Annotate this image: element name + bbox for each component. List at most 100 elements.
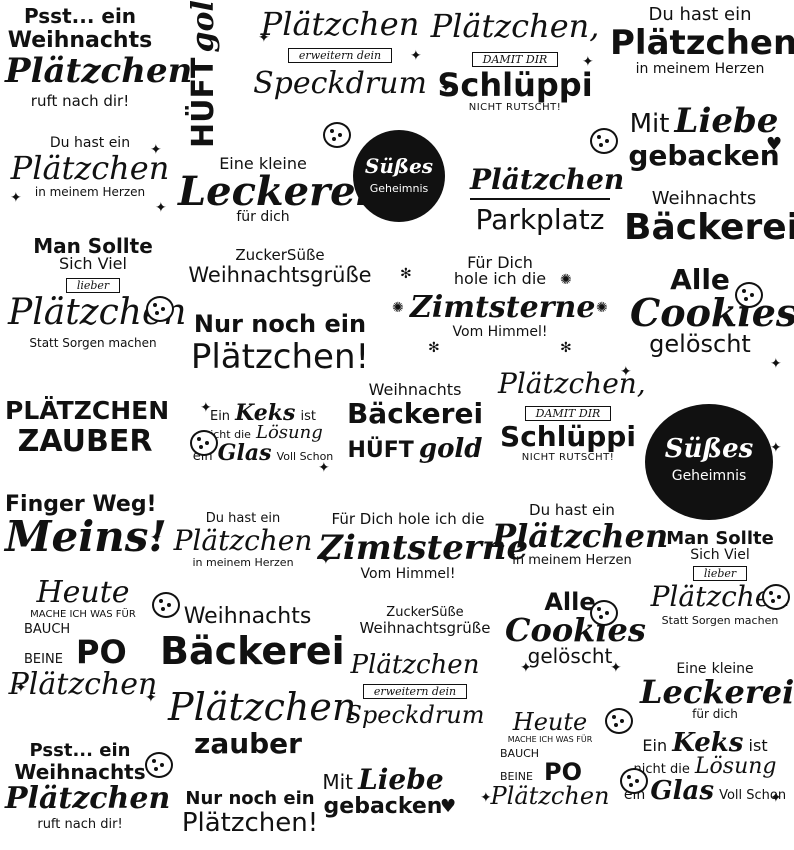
design-cookies-2: Alle Cookies gelöscht [505, 588, 646, 666]
text: Weihnachtsgrüße [359, 619, 491, 637]
design-psst-plaetzchen-2: Psst... ein Weihnachts Plätzchen ruft na… [5, 740, 171, 832]
text: Cookies [505, 611, 646, 649]
design-plaetzchen-zauber-2: Plätzchen zauber [168, 688, 356, 758]
star-icon: ✦ [155, 200, 167, 216]
text: Ein [209, 409, 231, 424]
design-hueftgold-vertical: HÜFT gold [186, 0, 221, 148]
text: Plätzchen [492, 517, 669, 555]
text: Man Sollte [666, 528, 774, 549]
star-icon: ✦ [582, 54, 594, 70]
star-icon: ✦ [610, 660, 622, 676]
star-icon: ✦ [770, 356, 782, 372]
design-mit-liebe-1: Mit Liebe gebacken [624, 104, 784, 170]
star-icon: ✦ [440, 80, 452, 96]
design-herzen-1: Du hast ein Plätzchen in meinem Herzen [610, 6, 794, 77]
text: Für Dich hole ich die [331, 510, 485, 528]
design-nur-noch-2: Nur noch ein Plätzchen! [165, 790, 335, 838]
design-heute-po-2: Heute MACHE ICH WAS FÜR BAUCH BEINE PO P… [490, 710, 610, 808]
text: in meinem Herzen [512, 553, 632, 568]
text: NICHT RUTSCHT! [468, 102, 562, 113]
design-herzen-4: Du hast ein Plätzchen in meinem Herzen [492, 501, 669, 568]
text: ist [300, 409, 316, 424]
design-herzen-3: Du hast ein Plätzchen in meinem Herzen [168, 512, 318, 568]
star-icon: ✦ [620, 364, 632, 380]
text: Finger Weg! [5, 492, 157, 517]
star-icon: ✦ [770, 440, 782, 456]
star-icon: ✺ [560, 272, 572, 288]
design-parkplatz: Plätzchen Parkplatz [470, 166, 624, 236]
text: Zimtsterne [318, 528, 529, 568]
text: Plätzchen [173, 524, 313, 557]
text: Meins! [5, 512, 167, 561]
text: Geheimnis [369, 182, 429, 195]
design-speckdrum-2: Plätzchen erweitern dein Speckdrum [340, 652, 490, 727]
text: Für Dich [467, 253, 533, 272]
text: Vom Himmel! [360, 566, 456, 582]
text: Sich Viel [59, 254, 127, 273]
text: ruft nach dir! [37, 817, 123, 832]
text: Parkplatz [475, 203, 605, 236]
text: ist [748, 736, 768, 755]
text: Weihnachts [7, 28, 153, 53]
design-suesses-geheimnis-2: Süßes Geheimnis [645, 404, 773, 520]
text: Sich Viel [690, 547, 750, 563]
text: Heute [36, 575, 130, 610]
text: Eine [219, 154, 254, 173]
design-zuckersuesse-1: ZuckerSüße Weihnachtsgrüße [180, 248, 380, 286]
text: Alle [544, 588, 596, 616]
design-mit-liebe-2: Mit Liebe gebacken [318, 766, 448, 818]
design-zimtsterne-2: Für Dich hole ich die Zimtsterne Vom Him… [318, 510, 529, 582]
text: Plätzchen [5, 51, 193, 91]
cookie-icon [145, 752, 173, 778]
cookie-icon [190, 430, 218, 456]
design-plaetzchen-zauber-1: PLÄTZCHEN ZAUBER [5, 398, 169, 457]
design-baeckerei-2: Weihnachts Bäckerei [160, 606, 345, 671]
text: Bäckerei [346, 397, 484, 430]
star-icon: ✦ [258, 30, 270, 46]
text: Plätzchen [470, 166, 624, 200]
text: kleine [711, 661, 754, 677]
text: Plätzchen [260, 5, 420, 43]
cookie-icon [590, 128, 618, 154]
banner: erweitern dein [287, 48, 393, 63]
banner: erweitern dein [362, 684, 468, 699]
text: Plätzchen, [430, 7, 600, 45]
text: MACHE ICH WAS FÜR [30, 609, 136, 620]
star-icon: ✦ [320, 552, 332, 568]
text: Bäckerei [624, 207, 794, 248]
design-baeckerei-hueftgold: Weihnachts Bäckerei HÜFT gold [345, 382, 485, 464]
text: BAUCH [500, 747, 540, 760]
text: Weihnachts [14, 760, 146, 784]
star-icon: ✦ [150, 530, 162, 546]
text: NICHT RUTSCHT! [521, 452, 615, 463]
text: Du hast ein [529, 501, 615, 519]
banner: DAMIT DIR [524, 406, 612, 421]
design-speckdrum-1: Plätzchen erweitern dein Speckdrum [250, 8, 430, 99]
text: gold [186, 0, 221, 53]
text: für dich [236, 209, 290, 225]
text: Plätzchen [8, 667, 158, 702]
text: Plätzchen [5, 781, 171, 816]
text: Psst... ein [29, 740, 131, 761]
text: Süßes [364, 154, 434, 178]
cookie-icon [323, 122, 351, 148]
text: Plätzchen! [181, 808, 319, 838]
text: Eine [676, 661, 707, 677]
star-icon: ✻ [560, 340, 572, 356]
star-icon: ✻ [428, 340, 440, 356]
design-herzen-2: Du hast ein Plätzchen in meinem Herzen [10, 136, 170, 198]
text: Psst... ein [23, 4, 137, 28]
text: Vom Himmel! [452, 324, 548, 340]
text: MACHE ICH WAS FÜR [507, 735, 593, 744]
text: gold [418, 434, 483, 464]
text: BEINE [500, 770, 533, 783]
design-baeckerei-1: Weihnachts Bäckerei [624, 190, 794, 248]
cookie-icon [605, 708, 633, 734]
text: nicht die [633, 762, 690, 777]
text: für dich [692, 707, 738, 721]
cookie-icon [620, 768, 648, 794]
text: Lösung [694, 754, 777, 779]
design-sorgen-1: Man Sollte Sich Viel lieber Plätzchen St… [8, 236, 186, 349]
text: Keks [672, 728, 744, 758]
star-icon: ✦ [10, 190, 22, 206]
